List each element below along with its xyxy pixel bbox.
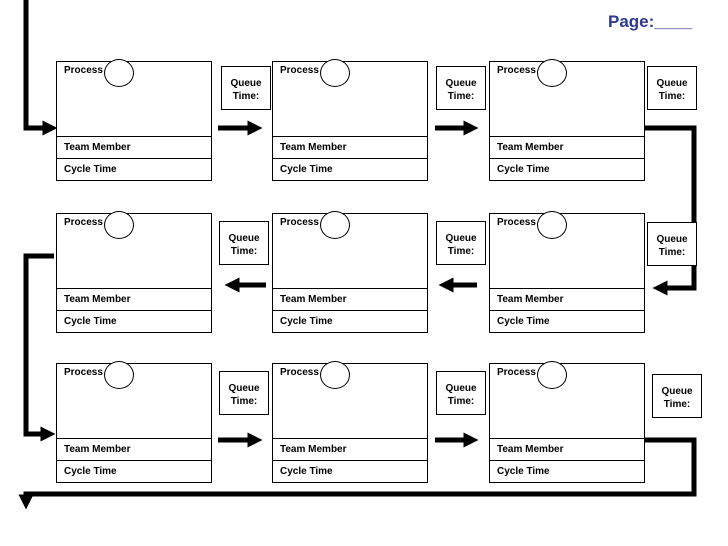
- team-member-label: Team Member: [57, 137, 211, 159]
- queue-label: Queue: [656, 234, 688, 245]
- process-label: Process: [497, 65, 536, 76]
- queue-label: Queue: [445, 78, 477, 89]
- process-box: Process Team Member Cycle Time: [56, 211, 212, 333]
- cycle-time-label: Cycle Time: [497, 164, 550, 175]
- process-box: Process Team Member Cycle Time: [272, 59, 428, 181]
- process-circle: [320, 361, 350, 389]
- time-label: Time:: [447, 396, 475, 407]
- process-label: Process: [280, 217, 319, 228]
- entry-arrow: [23, 0, 58, 136]
- process-label: Process: [64, 65, 103, 76]
- team-member-label: Team Member: [490, 289, 644, 311]
- cycle-time-label: Cycle Time: [64, 164, 117, 175]
- cycle-time-label: Cycle Time: [64, 316, 117, 327]
- process-box: Process Team Member Cycle Time: [56, 59, 212, 181]
- time-label: Time:: [232, 91, 260, 102]
- process-label: Process: [64, 217, 103, 228]
- time-label: Time:: [658, 91, 686, 102]
- process-label: Process: [497, 367, 536, 378]
- process-box: Process Team Member Cycle Time: [489, 211, 645, 333]
- process-circle: [320, 211, 350, 239]
- time-label: Time:: [447, 91, 475, 102]
- team-member-label: Team Member: [57, 439, 211, 461]
- cycle-time-label: Cycle Time: [497, 316, 550, 327]
- team-member-label: Team Member: [57, 289, 211, 311]
- team-member-label: Team Member: [273, 289, 427, 311]
- team-member-label: Team Member: [273, 137, 427, 159]
- process-circle: [320, 59, 350, 87]
- process-circle: [104, 59, 134, 87]
- process-label: Process: [280, 367, 319, 378]
- time-label: Time:: [447, 246, 475, 257]
- process-box: Process Team Member Cycle Time: [56, 361, 212, 483]
- cycle-time-label: Cycle Time: [64, 466, 117, 477]
- process-circle: [537, 59, 567, 87]
- team-member-label: Team Member: [273, 439, 427, 461]
- process-label: Process: [280, 65, 319, 76]
- process-label: Process: [497, 217, 536, 228]
- cycle-time-label: Cycle Time: [497, 466, 550, 477]
- time-label: Time:: [230, 246, 258, 257]
- process-circle: [537, 211, 567, 239]
- page-number-label: Page:____: [608, 12, 693, 31]
- queue-label: Queue: [228, 383, 260, 394]
- process-circle: [537, 361, 567, 389]
- process-box: Process Team Member Cycle Time: [489, 59, 645, 181]
- team-member-label: Team Member: [490, 137, 644, 159]
- queue-label: Queue: [230, 78, 262, 89]
- queue-label: Queue: [228, 233, 260, 244]
- cycle-time-label: Cycle Time: [280, 466, 333, 477]
- process-circle: [104, 361, 134, 389]
- queue-label: Queue: [445, 233, 477, 244]
- time-label: Time:: [658, 247, 686, 258]
- exit-arrow: [18, 437, 697, 510]
- queue-label: Queue: [656, 78, 688, 89]
- process-label: Process: [64, 367, 103, 378]
- process-circle: [104, 211, 134, 239]
- time-label: Time:: [230, 396, 258, 407]
- process-box: Process Team Member Cycle Time: [489, 361, 645, 483]
- process-box: Process Team Member Cycle Time: [272, 361, 428, 483]
- time-label: Time:: [663, 399, 691, 410]
- connector-r1-r2: [645, 125, 697, 296]
- connector-r2-r3: [23, 253, 56, 442]
- cycle-time-label: Cycle Time: [280, 164, 333, 175]
- queue-label: Queue: [445, 383, 477, 394]
- process-box: Process Team Member Cycle Time: [272, 211, 428, 333]
- team-member-label: Team Member: [490, 439, 644, 461]
- cycle-time-label: Cycle Time: [280, 316, 333, 327]
- queue-label: Queue: [661, 386, 693, 397]
